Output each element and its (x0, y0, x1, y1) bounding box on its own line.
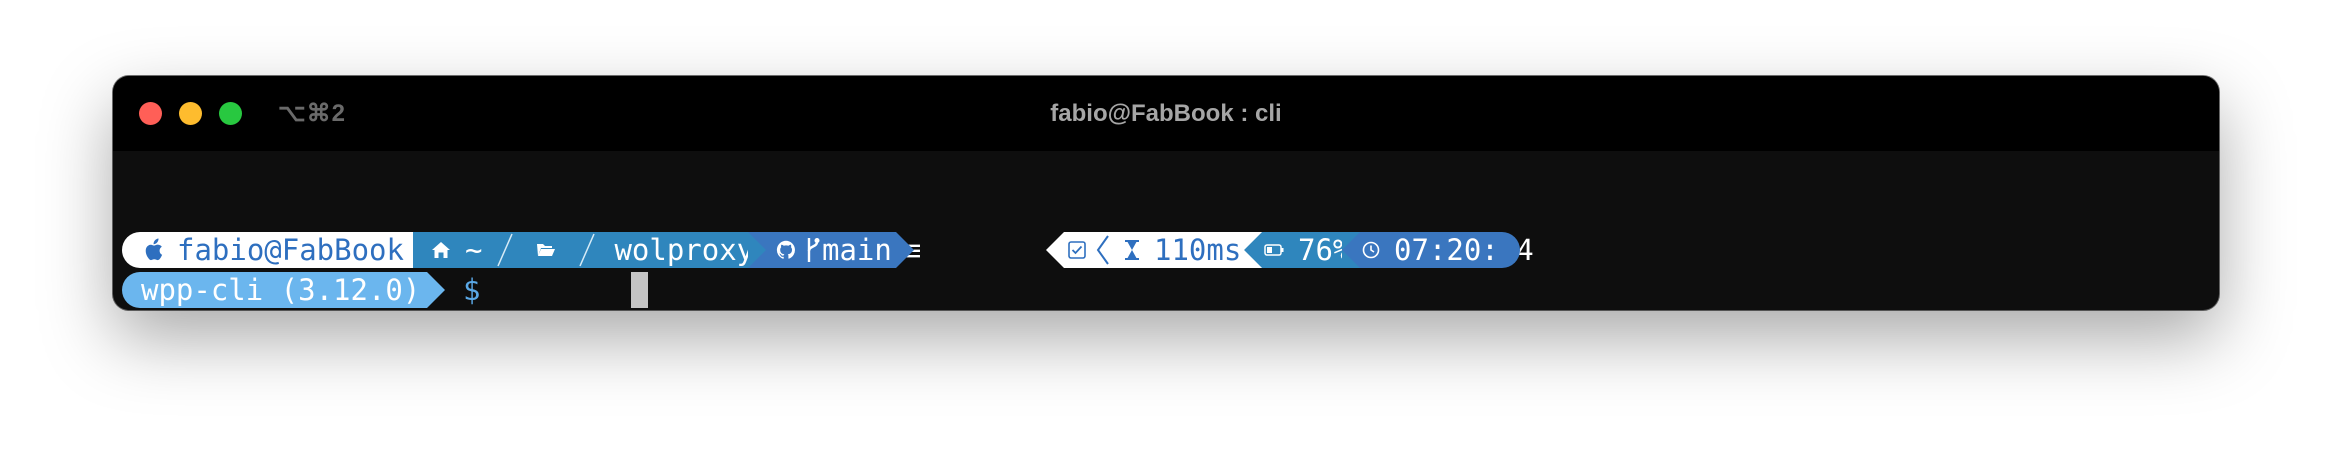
folder-open-icon (536, 242, 556, 258)
git-branch-icon (806, 237, 820, 263)
battery-segment: 76% (1262, 232, 1350, 268)
minimize-window-button[interactable] (179, 102, 202, 125)
zoom-window-button[interactable] (219, 102, 242, 125)
hourglass-icon (1124, 240, 1140, 260)
segment-end-cap (1500, 232, 1520, 268)
segment-arrow (748, 232, 766, 268)
time-segment: 07:20:34 (1360, 232, 1534, 268)
path-part-0: wolproxy (614, 233, 755, 267)
segment-arrow (1244, 232, 1262, 268)
home-icon (431, 241, 451, 259)
clock-icon (1362, 241, 1380, 259)
venv-segment: wpp-cli (3.12.0) (141, 272, 427, 308)
terminal-window[interactable]: ⌥⌘2 fabio@FabBook : cli fabio@FabBook zs… (113, 76, 2219, 310)
segment-start-cap (122, 272, 142, 308)
venv-text: wpp-cli (3.12.0) (141, 273, 421, 307)
window-shortcut-label: ⌥⌘2 (278, 100, 347, 127)
window-title: fabio@FabBook : cli (1050, 100, 1282, 127)
separator-chevron-left-icon (1096, 232, 1110, 268)
exec-time-segment: 110ms (1064, 232, 1244, 268)
apple-icon (143, 238, 163, 262)
home-text: ~ (465, 233, 483, 267)
user-host-text: fabio@FabBook (177, 233, 404, 267)
right-prompt-arrow-start (1046, 232, 1064, 268)
prompt-symbol: $ (463, 273, 481, 307)
battery-text: 76% (1298, 233, 1351, 267)
segment-start-cap (122, 232, 142, 268)
title-bar: ⌥⌘2 fabio@FabBook : cli (113, 76, 2219, 151)
git-branch-text: main (822, 233, 892, 267)
segment-arrow-end (896, 232, 914, 268)
exec-time-text: 110ms (1154, 233, 1242, 267)
close-window-button[interactable] (139, 102, 162, 125)
segment-arrow-end (427, 272, 445, 308)
path-segment: ~ wolproxy cli (413, 232, 853, 268)
github-icon (776, 240, 796, 260)
git-segment: main ≡ (766, 232, 921, 268)
user-host-segment: fabio@FabBook zsh (141, 232, 534, 268)
segment-arrow (1342, 232, 1360, 268)
path-separator-slash (578, 232, 596, 268)
terminal-cursor[interactable] (631, 272, 648, 308)
checkbox-icon (1068, 241, 1086, 259)
battery-icon (1264, 244, 1284, 256)
path-separator-slash (496, 232, 514, 268)
